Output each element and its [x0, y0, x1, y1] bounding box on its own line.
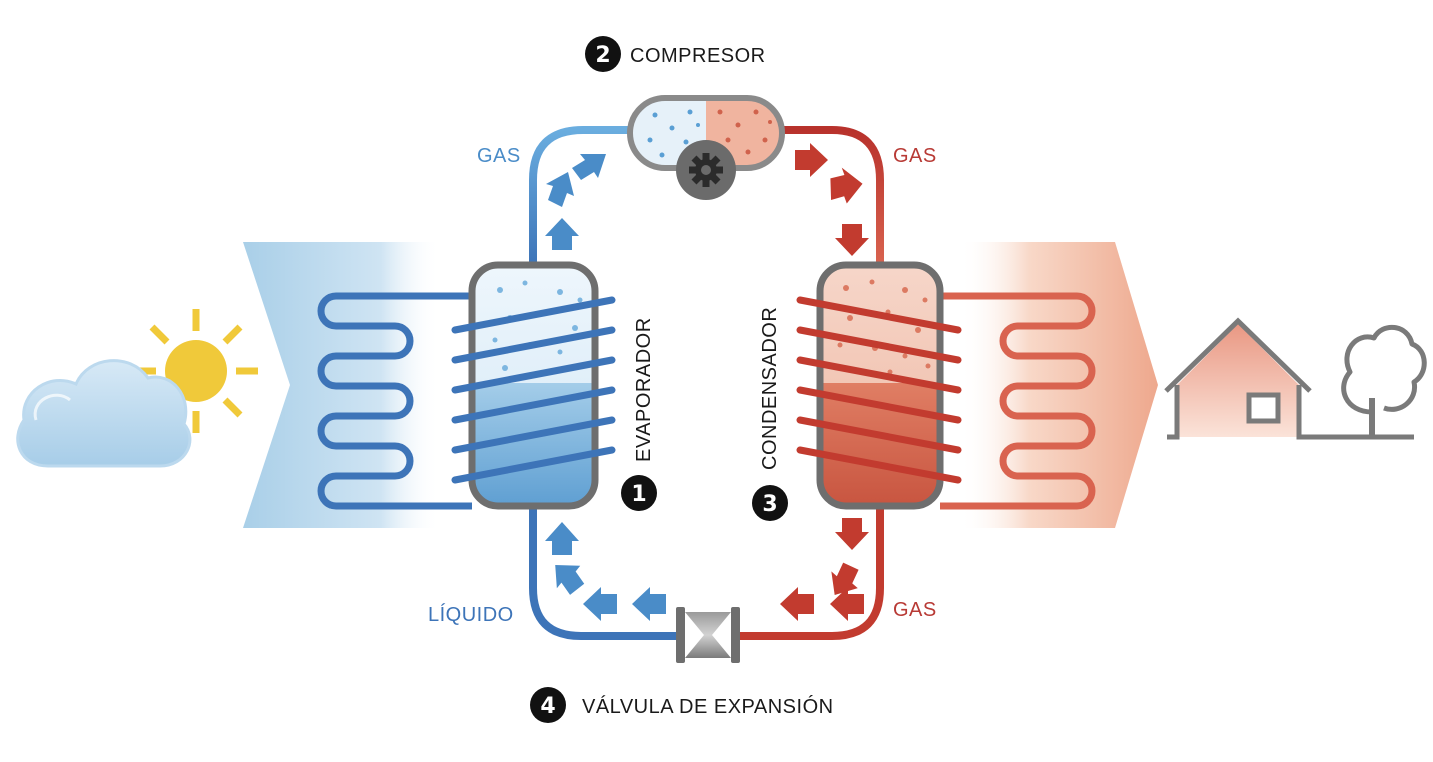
label-liquido: LÍQUIDO — [428, 603, 514, 626]
house-icon — [1164, 317, 1360, 440]
badge-evaporador: 1 — [621, 475, 657, 511]
cloud-icon — [16, 359, 192, 468]
pipe-bottom-left-liquid — [529, 506, 680, 640]
pipe-bottom-right-gas — [736, 506, 884, 640]
evaporator-inner-coil — [451, 296, 616, 484]
gear-icon — [676, 140, 736, 200]
label-gas-top-left: GAS — [477, 145, 521, 167]
svg-text:2: 2 — [595, 43, 610, 68]
label-gas-top-right: GAS — [893, 145, 937, 167]
badge-compresor: 2 — [585, 36, 621, 72]
flow-arrows-blue — [545, 154, 666, 621]
badge-valvula: 4 — [530, 687, 566, 723]
condenser-outer-coil — [940, 292, 1096, 510]
evaporator-outer-coil — [317, 292, 472, 510]
valve-icon — [676, 607, 740, 663]
label-compresor: COMPRESOR — [630, 45, 766, 67]
svg-text:3: 3 — [762, 492, 777, 517]
condenser-tank — [816, 261, 944, 510]
badge-condensador: 3 — [752, 485, 788, 521]
tree-icon — [1341, 324, 1427, 440]
label-evaporador: EVAPORADOR — [633, 317, 655, 462]
condenser-inner-coil — [796, 296, 962, 484]
label-gas-bottom-right: GAS — [893, 599, 937, 621]
pipe-left-gas — [529, 126, 635, 265]
label-valvula: VÁLVULA DE EXPANSIÓN — [582, 695, 834, 718]
flow-arrows-red — [780, 143, 869, 621]
pipe-right-gas — [778, 126, 884, 265]
label-condensador: CONDENSADOR — [759, 307, 781, 470]
svg-text:1: 1 — [631, 482, 646, 507]
svg-text:4: 4 — [540, 694, 555, 719]
